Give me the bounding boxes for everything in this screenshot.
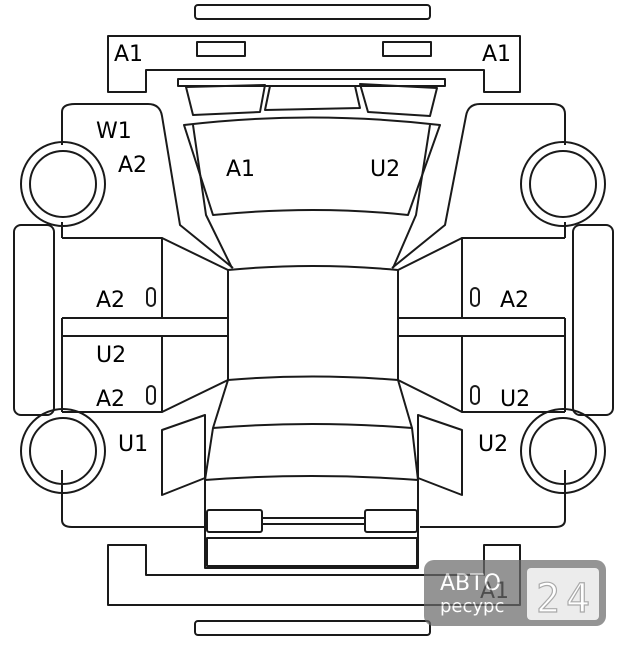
cabin bbox=[204, 265, 419, 481]
right-doors bbox=[397, 237, 566, 413]
windshield-area bbox=[177, 78, 446, 117]
code-front-bumper-right: A1 bbox=[482, 42, 511, 67]
wheel-rear-right bbox=[520, 408, 606, 494]
wheel-front-right bbox=[520, 141, 606, 227]
rear-quarters bbox=[161, 414, 463, 496]
left-doors bbox=[61, 237, 229, 413]
code-door-front-left: A2 bbox=[96, 288, 125, 313]
code-hood-right: U2 bbox=[370, 157, 400, 182]
front-bumper bbox=[107, 4, 521, 93]
rear-bumper bbox=[107, 544, 521, 636]
code-fender-rear-left: U1 bbox=[118, 432, 148, 457]
code-door-rear-left-u: U2 bbox=[96, 343, 126, 368]
code-front-bumper-left: A1 bbox=[114, 42, 143, 67]
code-door-rear-right: U2 bbox=[500, 387, 530, 412]
code-door-front-right: A2 bbox=[500, 288, 529, 313]
hood bbox=[183, 116, 441, 216]
avtoresurs-logo-watermark: АВТО ресурс 2 4 bbox=[424, 560, 606, 626]
watermark-line2: ресурс bbox=[440, 596, 504, 617]
code-fender-front-left-w: W1 bbox=[96, 119, 132, 144]
watermark-line1: АВТО bbox=[440, 571, 501, 596]
body-outline bbox=[61, 103, 566, 569]
side-panels bbox=[13, 224, 614, 416]
code-hood-left: A1 bbox=[226, 157, 255, 182]
code-fender-front-left-a: A2 bbox=[118, 153, 147, 178]
wheel-rear-left bbox=[20, 408, 106, 494]
watermark-digit2: 4 bbox=[566, 576, 590, 622]
code-fender-rear-right: U2 bbox=[478, 432, 508, 457]
wheel-front-left bbox=[20, 141, 106, 227]
code-door-rear-left-a: A2 bbox=[96, 387, 125, 412]
watermark-digit1: 2 bbox=[536, 576, 560, 622]
trunk bbox=[206, 509, 418, 567]
